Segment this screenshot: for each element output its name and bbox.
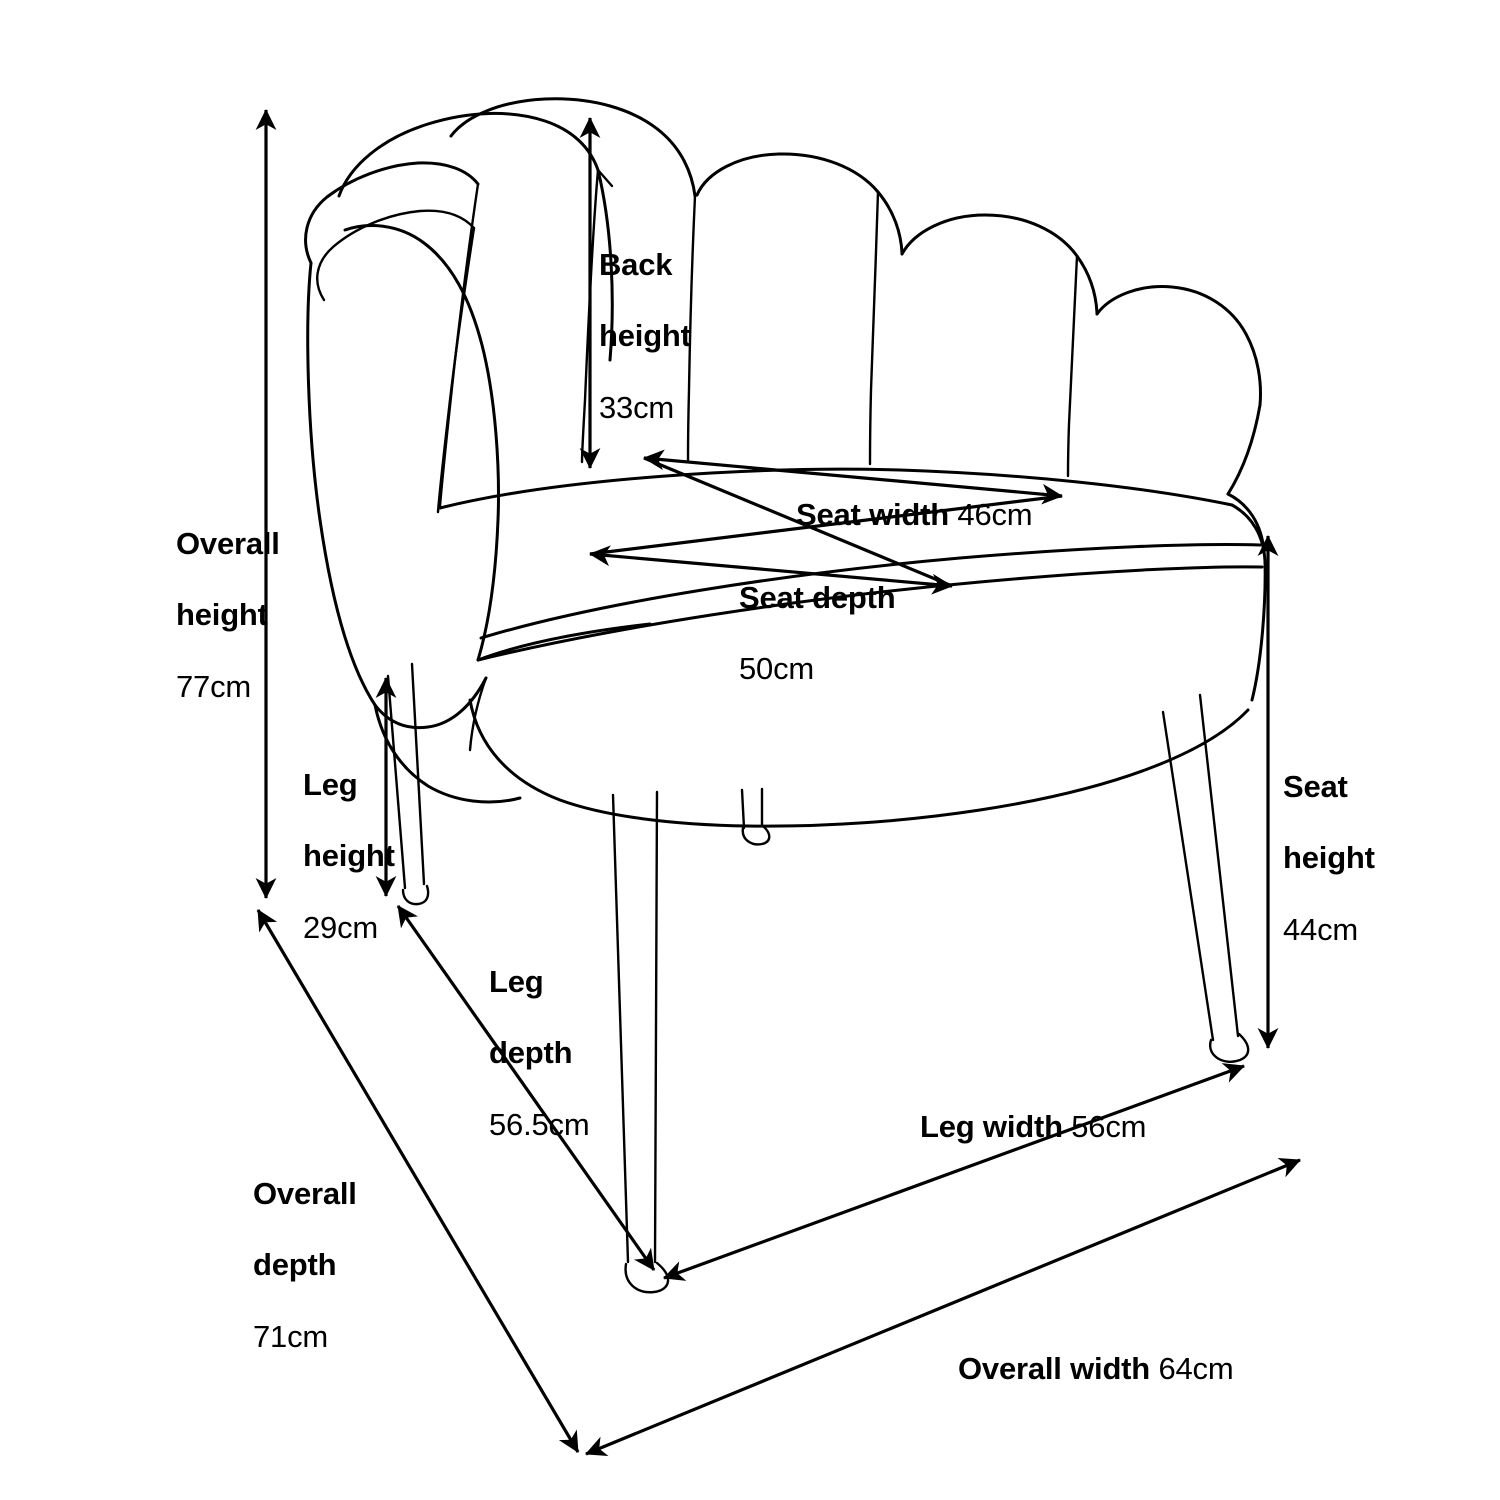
label-seat-depth: Seat depth 50cm — [739, 580, 896, 687]
label-overall-width: Overall width 64cm — [957, 1351, 1234, 1387]
label-seat-height: Seat height 44cm — [1283, 769, 1375, 947]
dimension-line-seat-depth — [589, 545, 953, 595]
dimension-line-seat-width — [643, 449, 1063, 505]
dimension-line-overall-depth — [256, 909, 580, 1453]
dimension-line-seat-diagonal-crossing — [589, 456, 1063, 588]
label-leg-height: Leg height 29cm — [303, 767, 395, 945]
label-overall-height: Overall height 77cm — [176, 526, 280, 704]
label-overall-depth: Overall depth 71cm — [253, 1176, 357, 1354]
label-leg-depth: Leg depth 56.5cm — [489, 964, 590, 1142]
label-leg-width: Leg width 56cm — [919, 1109, 1147, 1145]
dimension-line-overall-width — [585, 1157, 1301, 1457]
label-back-height: Back height 33cm — [599, 247, 691, 425]
chair-legs — [386, 662, 1250, 1294]
label-seat-width: Seat width 46cm — [795, 497, 1033, 533]
